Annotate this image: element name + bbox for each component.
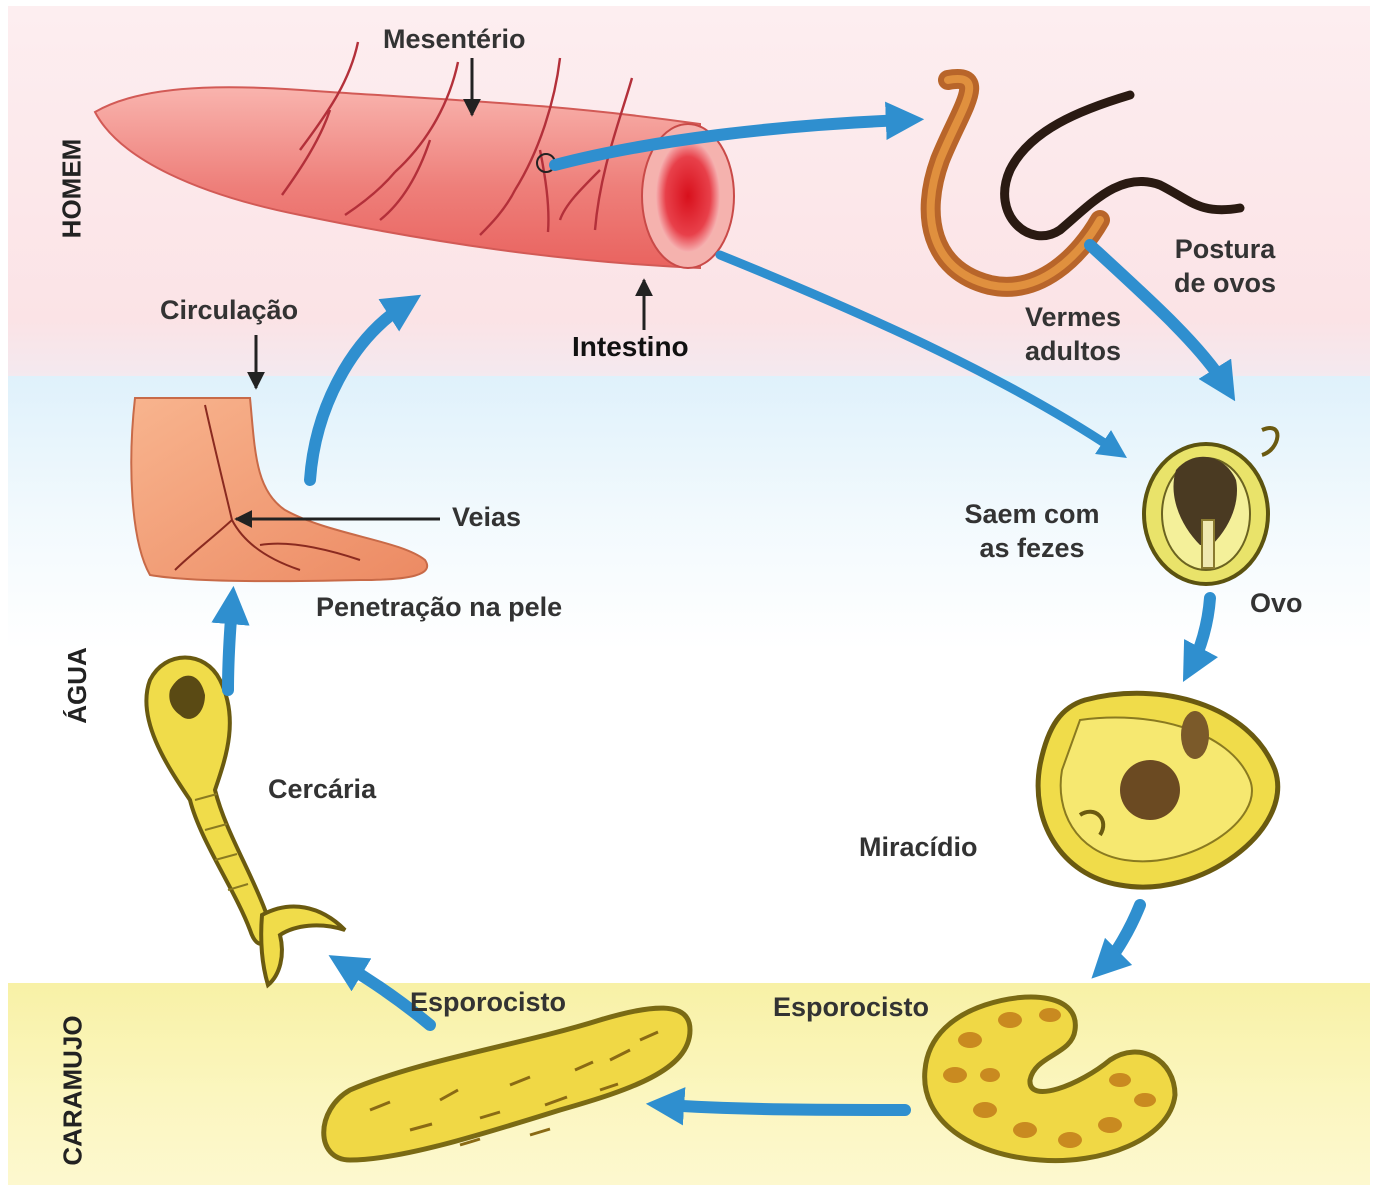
label-mesenterio: Mesentério <box>383 22 526 56</box>
label-postura-de-ovos: Postura de ovos <box>1155 232 1295 300</box>
arrow-miracidium-to-sporocyst <box>1105 905 1140 965</box>
zone-label-caramujo: CARAMUJO <box>58 1015 89 1165</box>
zone-label-agua: ÁGUA <box>62 647 93 724</box>
egg-illustration <box>1144 428 1277 584</box>
label-intestino: Intestino <box>572 330 689 364</box>
sporocyst-left-illustration <box>324 1008 690 1160</box>
label-miracidio: Miracídio <box>859 830 978 864</box>
zone-label-homem: HOMEM <box>56 139 87 239</box>
label-saem-line1: Saem com <box>942 497 1122 531</box>
miracidium-illustration <box>1038 693 1278 887</box>
label-veias: Veias <box>452 500 521 534</box>
label-vermes-adultos: Vermes adultos <box>1003 300 1143 368</box>
label-saem-com-as-fezes: Saem com as fezes <box>942 497 1122 565</box>
label-vermes-line1: Vermes <box>1003 300 1143 334</box>
label-cercaria: Cercária <box>268 772 376 806</box>
label-esporocisto-right: Esporocisto <box>773 990 929 1024</box>
label-postura-line1: Postura <box>1155 232 1295 266</box>
arrow-foot-to-intestine <box>310 305 405 480</box>
cercaria-illustration <box>146 658 345 986</box>
label-circulacao: Circulação <box>160 293 298 327</box>
label-esporocisto-left: Esporocisto <box>410 985 566 1019</box>
label-saem-line2: as fezes <box>942 531 1122 565</box>
arrow-sporocyst-to-sporocyst <box>665 1105 905 1110</box>
label-penetracao-na-pele: Penetração na pele <box>316 590 562 624</box>
label-ovo: Ovo <box>1250 586 1303 620</box>
intestine-illustration <box>95 42 734 268</box>
arrow-cercaria-to-foot <box>228 605 232 690</box>
sporocyst-right-illustration <box>925 997 1175 1161</box>
label-vermes-line2: adultos <box>1003 334 1143 368</box>
foot-illustration <box>131 398 427 581</box>
label-postura-line2: de ovos <box>1155 266 1295 300</box>
arrow-egg-to-miracidium <box>1192 598 1210 665</box>
